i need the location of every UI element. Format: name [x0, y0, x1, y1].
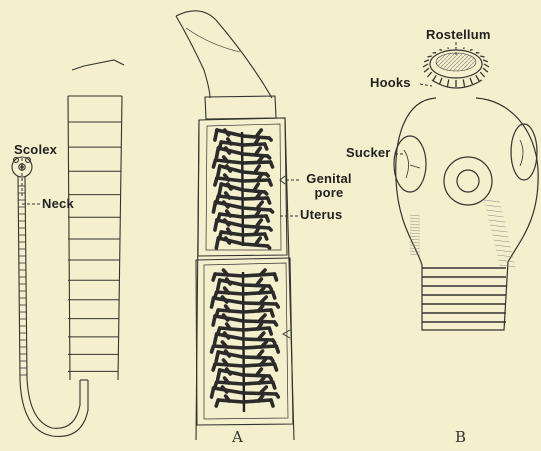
shading-strokes	[410, 200, 516, 267]
tapeworm-whole-drawing	[12, 60, 124, 436]
label-sucker: Sucker	[346, 146, 391, 160]
label-genital-pore: Genital pore	[302, 172, 356, 199]
panel-letter-a: A	[232, 428, 243, 446]
proglottid-detail-drawing	[176, 11, 294, 440]
label-rostellum: Rostellum	[426, 28, 491, 42]
uterus-branches-lower	[212, 270, 279, 406]
neck-rings	[422, 268, 506, 322]
panel-letter-b: B	[455, 428, 466, 446]
proglottid-segments	[68, 96, 122, 371]
label-scolex: Scolex	[14, 143, 57, 157]
scolex-enlarged-drawing	[394, 47, 538, 330]
label-hooks: Hooks	[370, 76, 411, 90]
label-neck: Neck	[42, 197, 74, 211]
label-uterus: Uterus	[300, 208, 342, 222]
